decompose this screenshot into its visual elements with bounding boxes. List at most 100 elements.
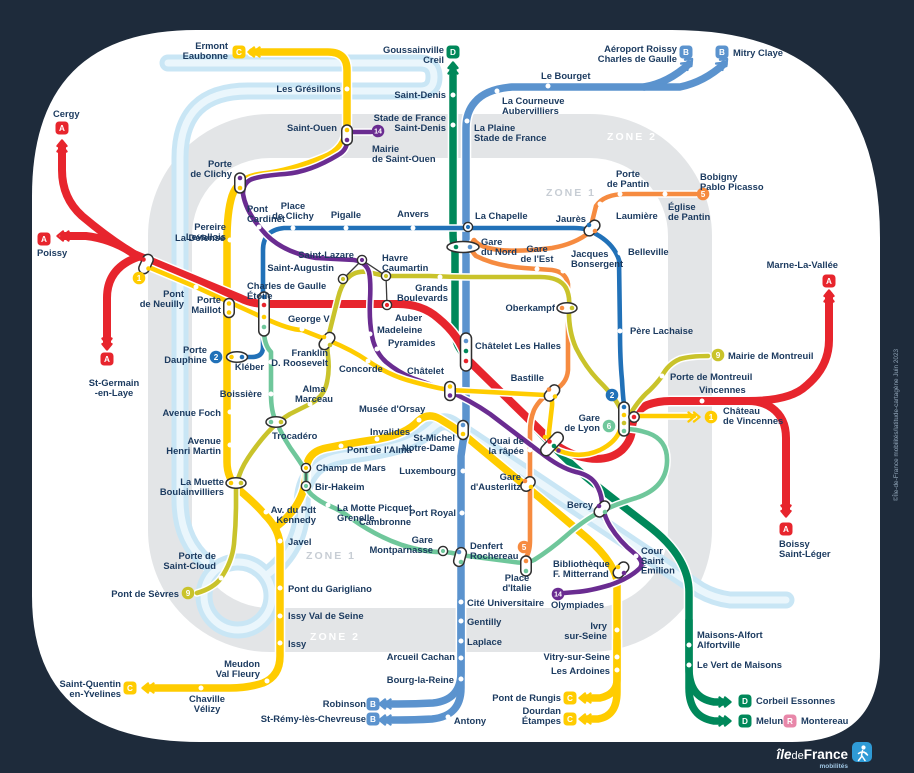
station-dot[interactable] [227, 237, 233, 243]
station-label-anvers[interactable]: Anvers [397, 208, 429, 219]
line-badge-2-216-357[interactable]: 2 [209, 350, 223, 364]
station-label-gentilly[interactable]: Gentilly [467, 616, 502, 627]
station-label-champ-de-mars[interactable]: Champ de Mars [316, 462, 386, 473]
line-badge-c-130-688[interactable]: C [123, 681, 137, 695]
line-badge-9-188-593[interactable]: 9 [181, 586, 195, 600]
interchange-gare-du-nord[interactable] [446, 240, 480, 254]
station-ring-saint-augustin[interactable] [337, 273, 349, 285]
station-dot[interactable] [614, 667, 620, 673]
station-dot[interactable] [686, 642, 692, 648]
station-label-laumiere[interactable]: Laumière [616, 210, 658, 221]
station-ring-gare-montparnasse[interactable] [437, 545, 449, 557]
station-dot[interactable] [459, 510, 465, 516]
station-label-saint-denis[interactable]: Saint-Denis [394, 89, 446, 100]
line-badge-a-44-239[interactable]: A [37, 232, 51, 246]
interchange-porte-maillot[interactable] [223, 297, 235, 319]
station-label-pere-lachaise[interactable]: Père Lachaise [630, 325, 693, 336]
station-dot[interactable] [437, 274, 443, 280]
station-dot[interactable] [617, 250, 623, 256]
line-badge-1-711-417[interactable]: 1 [704, 410, 718, 424]
line-badge-14-558-594[interactable]: 14 [551, 587, 565, 601]
line-badge-2-612-395[interactable]: 2 [605, 388, 619, 402]
station-label-saint-augustin[interactable]: Saint-Augustin [267, 262, 334, 273]
station-dot[interactable] [268, 359, 274, 365]
station-label-trocadero[interactable]: Trocadéro [272, 430, 318, 441]
station-label-mairie-de-montreuil[interactable]: Mairie de Montreuil [728, 350, 813, 361]
station-dot[interactable] [527, 447, 533, 453]
station-dot[interactable] [325, 502, 331, 508]
station-dot[interactable] [410, 225, 416, 231]
line-badge-b-686-52[interactable]: B [679, 45, 693, 59]
station-dot[interactable] [365, 358, 371, 364]
station-dot[interactable] [686, 662, 692, 668]
station-ring-bir-hakeim[interactable] [300, 480, 312, 492]
station-label-concorde[interactable]: Concorde [339, 363, 383, 374]
station-label-bir-hakeim[interactable]: Bir-Hakeim [315, 481, 365, 492]
station-label-poissy[interactable]: Poissy [37, 247, 68, 258]
station-dot[interactable] [534, 266, 540, 272]
station-label-marne-la-vallee[interactable]: Marne-La-Vallée [767, 259, 838, 270]
line-badge-c-239-52[interactable]: C [232, 45, 246, 59]
interchange-st-michel-notre-dame[interactable] [457, 419, 469, 441]
station-dot[interactable] [458, 599, 464, 605]
station-label-porte-de-montreuil[interactable]: Porte de Montreuil [670, 371, 752, 382]
station-dot[interactable] [338, 443, 344, 449]
station-label-les-ardoines[interactable]: Les Ardoines [551, 665, 610, 676]
station-dot[interactable] [299, 326, 305, 332]
line-badge-d-745-721[interactable]: D [738, 714, 752, 728]
station-dot[interactable] [450, 92, 456, 98]
station-label-javel[interactable]: Javel [288, 536, 311, 547]
line-badge-14-378-131[interactable]: 14 [371, 124, 385, 138]
line-badge-c-570-698[interactable]: C [563, 691, 577, 705]
station-dot[interactable] [458, 655, 464, 661]
interchange-cdg-etoile[interactable] [258, 291, 270, 337]
station-label-bercy[interactable]: Bercy [567, 499, 594, 510]
station-dot[interactable] [545, 83, 551, 89]
line-badge-d-453-52[interactable]: D [446, 45, 460, 59]
station-ring-la-chapelle[interactable] [462, 221, 474, 233]
station-dot[interactable] [464, 118, 470, 124]
station-label-vincennes[interactable]: Vincennes [699, 384, 746, 395]
line-badge-9-718-355[interactable]: 9 [711, 348, 725, 362]
interchange-chatelet[interactable] [444, 380, 456, 402]
station-dot[interactable] [614, 627, 620, 633]
interchange-porte-dauphine[interactable] [225, 351, 249, 363]
station-label-invalides[interactable]: Invalides [370, 426, 410, 437]
line-badge-a-829-281[interactable]: A [822, 274, 836, 288]
line-badge-a-786-529[interactable]: A [779, 522, 793, 536]
station-dot[interactable] [494, 88, 500, 94]
station-label-arcueil-cachan[interactable]: Arcueil Cachan [387, 651, 456, 662]
station-dot[interactable] [560, 268, 566, 274]
station-label-montereau[interactable]: Montereau [801, 715, 849, 726]
station-dot[interactable] [367, 331, 373, 337]
station-dot[interactable] [290, 225, 296, 231]
station-dot[interactable] [268, 391, 274, 397]
interchange-saint-ouen[interactable] [341, 124, 353, 146]
station-label-vitry-sur-seine[interactable]: Vitry-sur-Seine [543, 651, 610, 662]
station-dot[interactable] [699, 398, 705, 404]
